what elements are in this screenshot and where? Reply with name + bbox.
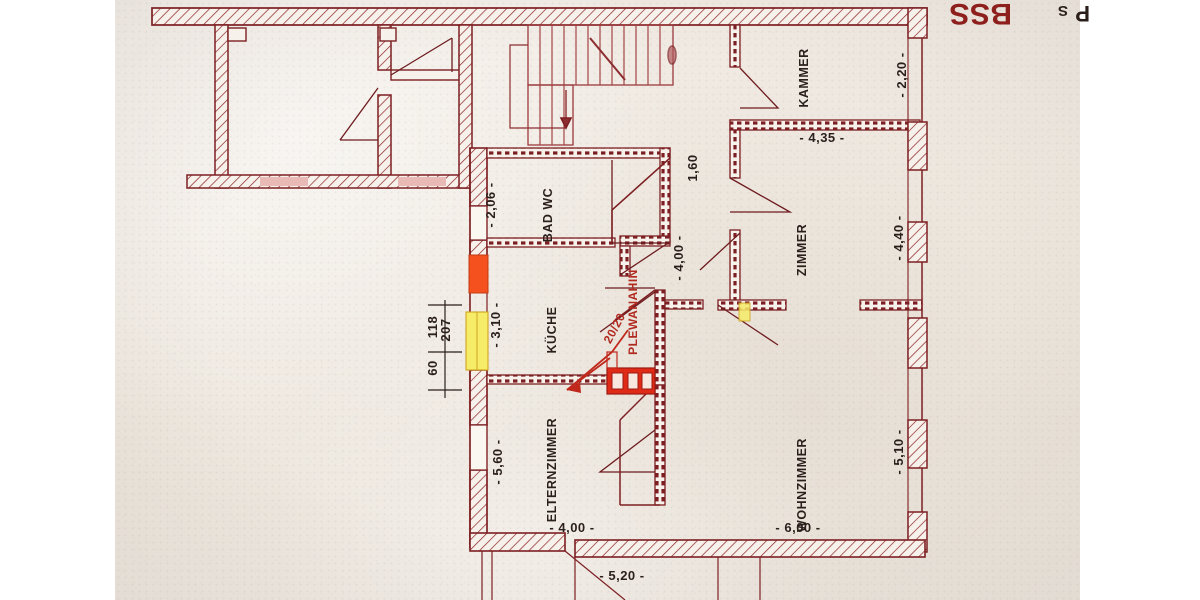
room-label-kueche: KÜCHE (544, 307, 559, 354)
room-label-zimmer: ZIMMER (795, 224, 809, 276)
stove-leader-arrows (566, 329, 629, 393)
dimension-label-d-440: - 4,40 - (891, 215, 906, 260)
room-label-bad-wc: BAD WC (541, 188, 555, 242)
dimension-label-d-510: - 5,10 - (891, 429, 906, 474)
dimension-label-d-400b: - 4,00 - (549, 520, 594, 535)
wall-right-outer (907, 7, 928, 555)
wall-top-outer (151, 7, 928, 26)
dimension-label-d-520: - 5,20 - (599, 568, 644, 583)
dimension-label-d-600: - 6,00 - (775, 520, 820, 535)
red-stove-symbol (606, 351, 656, 395)
dimension-ticks (428, 300, 462, 398)
corner-stamp-line2: S (1057, 2, 1068, 19)
dimension-label-d-310: - 3,10 - (488, 302, 503, 347)
dimension-label-d-160: 1,60 (685, 154, 700, 181)
page-margin-right (1080, 0, 1200, 600)
wall-kueche-eltern-divider (486, 374, 608, 385)
room-label-kammer: KAMMER (797, 48, 811, 107)
wall-main-top (486, 147, 671, 277)
room-label-wohnzimmer: WOHNZIMMER (795, 438, 809, 532)
wall-left-room (186, 24, 473, 189)
plan-text-layer: BAD WC KÜCHE ELTERNZIMMER KAMMER ZIMMER WOHNZ… (425, 48, 909, 583)
page-margin-left (0, 0, 115, 600)
window-dimension-w-207: 207 (438, 318, 453, 341)
window-dimension-w-60: 60 (425, 360, 440, 375)
dimension-label-d-560: - 5,60 - (490, 439, 505, 484)
window-dimension-w-118: 118 (425, 316, 440, 338)
dimension-label-d-220: - 2,20 - (894, 52, 909, 97)
staircase (509, 24, 677, 146)
dimension-label-d-206: - 2,06 - (483, 182, 498, 227)
corner-stamp-line3: P (1075, 1, 1090, 26)
dimension-label-d-400r: - 4,00 - (671, 235, 686, 280)
wall-left-right-edge (458, 24, 473, 189)
room-label-elternzimmer: ELTERNZIMMER (545, 418, 559, 522)
colour-markers (465, 254, 751, 395)
wall-bottom-outer (469, 532, 926, 600)
dimension-label-d-435: - 4,35 - (799, 130, 844, 145)
orange-opening-marker (468, 254, 489, 294)
wall-right-upper-rooms (717, 24, 923, 311)
wall-central-spine (654, 289, 704, 506)
annotation-ann-stove: PLEWANAHIN (626, 269, 640, 355)
corner-stamp: BSS S P (949, 0, 1090, 30)
yellow-door-marker (738, 302, 751, 322)
corner-stamp-line1: BSS (949, 0, 1012, 30)
